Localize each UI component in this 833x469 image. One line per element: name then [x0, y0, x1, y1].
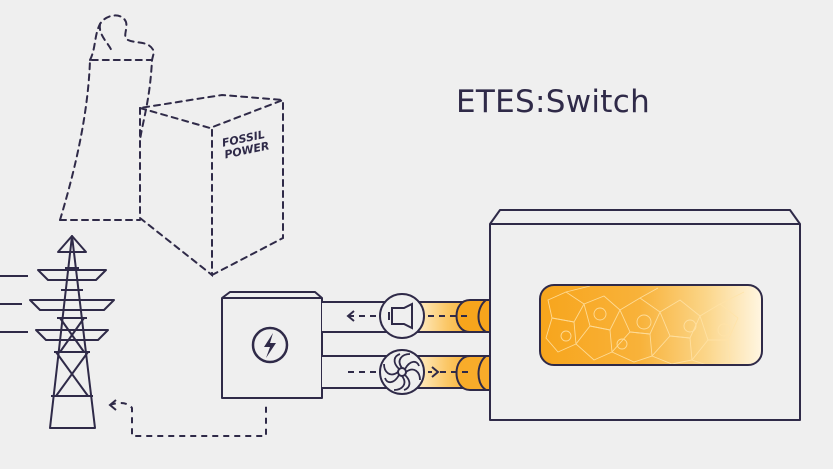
pipe-inlets	[455, 299, 491, 391]
lightning-bolt-icon	[251, 326, 289, 364]
flow-lines	[346, 310, 468, 378]
fan-turbine-icon	[379, 349, 425, 395]
rock-heat-storage-icon	[539, 284, 763, 366]
transmission-tower-icon	[0, 235, 115, 429]
generator-icon	[379, 293, 425, 339]
arrow-left-icon	[108, 399, 117, 411]
diagram-title: ETES:Switch	[456, 84, 651, 120]
grid-connection-line	[109, 402, 267, 437]
fossil-power-plant-icon	[59, 14, 284, 278]
